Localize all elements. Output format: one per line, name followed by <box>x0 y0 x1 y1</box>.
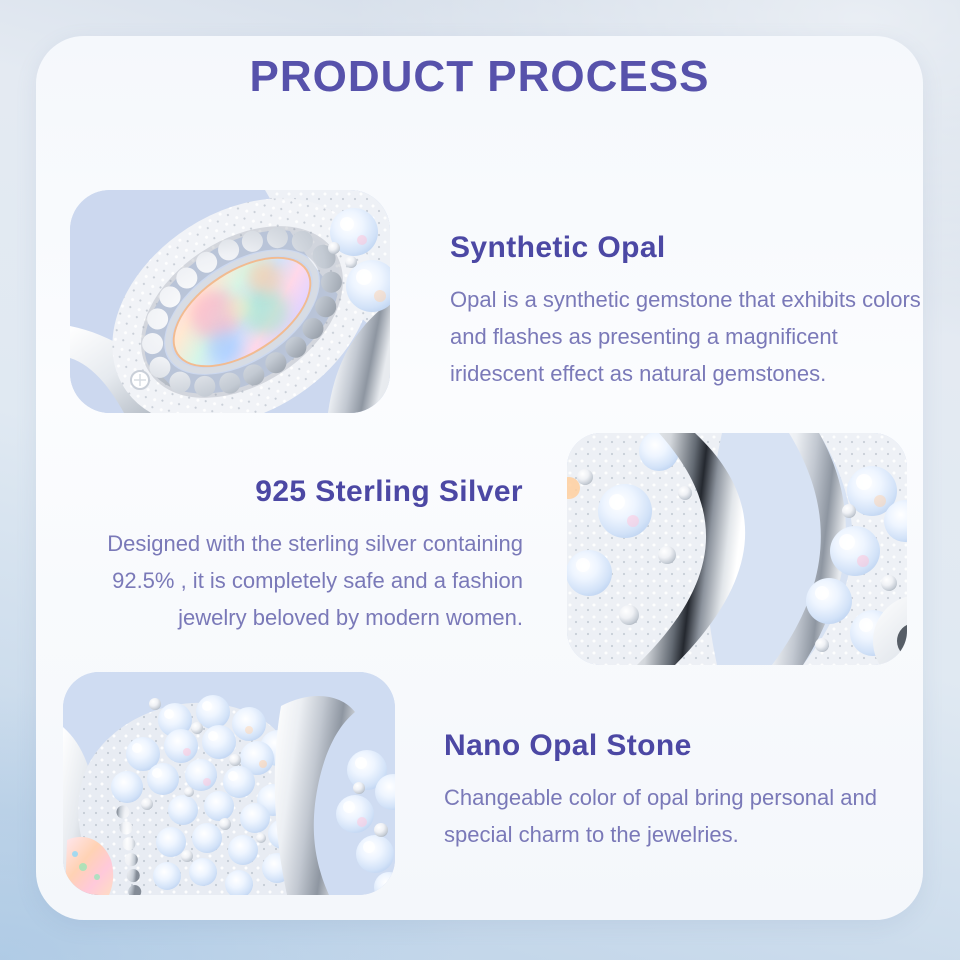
opal-closeup-photo <box>70 190 390 413</box>
silver-twist-photo <box>567 433 907 665</box>
section-synthetic-opal: Synthetic Opal Opal is a synthetic gemst… <box>450 230 922 392</box>
nano-opal-stone-body: Changeable color of opal bring personal … <box>444 785 877 847</box>
section-sterling-silver: 925 Sterling Silver Designed with the st… <box>73 474 523 636</box>
synthetic-opal-body: Opal is a synthetic gemstone that exhibi… <box>450 287 921 386</box>
synthetic-opal-heading: Synthetic Opal <box>450 231 666 264</box>
nano-opal-stone-heading: Nano Opal Stone <box>444 729 692 762</box>
opal-pave-photo <box>63 672 395 895</box>
sterling-silver-body: Designed with the sterling silver contai… <box>107 531 523 630</box>
sterling-silver-heading: 925 Sterling Silver <box>255 475 523 508</box>
page-title: PRODUCT PROCESS <box>249 52 710 101</box>
section-nano-opal-stone: Nano Opal Stone Changeable color of opal… <box>444 728 922 853</box>
